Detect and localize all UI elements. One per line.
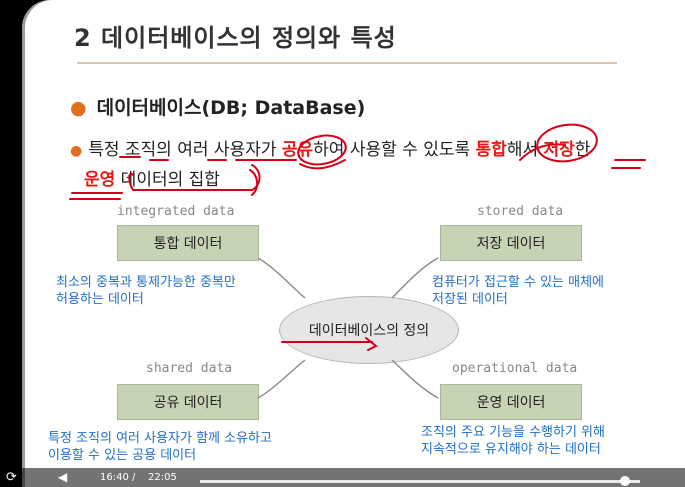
integrated-eng-label: integrated data [117, 204, 235, 219]
definition-text-4: 한 [574, 140, 591, 160]
operational-desc-1: 조직의 주요 기능을 수행하기 위해 [421, 425, 605, 440]
stored-data-box: 저장 데이터 [440, 225, 582, 261]
integrated-data-box: 통합 데이터 [117, 225, 259, 261]
current-time: 16:40 [100, 472, 129, 483]
definition-text-1: 특정 조직의 여러 사용자가 [88, 140, 282, 160]
volume-icon[interactable]: ◀ [58, 470, 68, 484]
integrated-desc-2: 허용하는 데이터 [56, 292, 144, 307]
shared-desc-1: 특정 조직의 여러 사용자가 함께 소유하고 [48, 431, 272, 446]
integrated-desc: 최소의 중복과 통제가능한 중복만 허용하는 데이터 [56, 274, 236, 308]
video-controls: ⟳ ◀ 16:40 / 22:05 [0, 468, 685, 487]
shared-eng-label: shared data [146, 361, 233, 376]
slide: 2 데이터베이스의 정의와 특성 ● 데이터베이스(DB; DataBase) ●… [22, 0, 685, 487]
seek-handle[interactable] [620, 476, 630, 486]
replay-icon[interactable]: ⟳ [6, 470, 17, 485]
center-label: 데이터베이스의 정의 [308, 323, 430, 339]
stored-desc-1: 컴퓨터가 접근할 수 있는 매체에 [432, 275, 605, 290]
definition-text-2: 하여 사용할 수 있도록 [313, 140, 476, 160]
title-divider [77, 62, 617, 64]
operational-eng-label: operational data [452, 361, 578, 376]
stored-desc: 컴퓨터가 접근할 수 있는 매체에 저장된 데이터 [432, 274, 604, 308]
definition-line-2: 운영 데이터의 집합 [84, 165, 220, 190]
stored-desc-2: 저장된 데이터 [432, 292, 508, 307]
seek-bar[interactable] [200, 480, 640, 483]
integrated-desc-1: 최소의 중복과 통제가능한 중복만 [56, 275, 236, 290]
shared-data-box: 공유 데이터 [117, 384, 259, 420]
bullet-heading: ● 데이터베이스(DB; DataBase) [70, 93, 365, 120]
keyword-integrate: 통합 [475, 140, 507, 160]
keyword-share: 공유 [281, 140, 314, 160]
time-separator: / [132, 472, 136, 483]
definition-line-1: ● 특정 조직의 여러 사용자가 공유하여 사용할 수 있도록 통합해서 저장한 [70, 135, 590, 160]
operational-desc: 조직의 주요 기능을 수행하기 위해 지속적으로 유지해야 하는 데이터 [421, 424, 605, 458]
total-time: 22:05 [148, 472, 177, 483]
center-ellipse: 데이터베이스의 정의 [279, 296, 459, 364]
slide-title: 2 데이터베이스의 정의와 특성 [74, 24, 397, 52]
stored-eng-label: stored data [477, 204, 564, 219]
operational-data-box: 운영 데이터 [440, 384, 582, 420]
keyword-operate: 운영 [84, 170, 116, 190]
bullet-heading-text: 데이터베이스(DB; DataBase) [96, 97, 366, 119]
definition-text-3: 해서 [506, 140, 544, 160]
shared-desc-2: 이용할 수 있는 공용 데이터 [48, 448, 197, 463]
keyword-store: 저장 [543, 140, 575, 160]
shared-desc: 특정 조직의 여러 사용자가 함께 소유하고 이용할 수 있는 공용 데이터 [48, 430, 272, 464]
operational-desc-2: 지속적으로 유지해야 하는 데이터 [421, 442, 601, 457]
bullet-dot-icon: ● [70, 97, 87, 119]
sub-bullet-dot-icon: ● [70, 143, 83, 159]
definition-text-5: 데이터의 집합 [115, 170, 220, 190]
